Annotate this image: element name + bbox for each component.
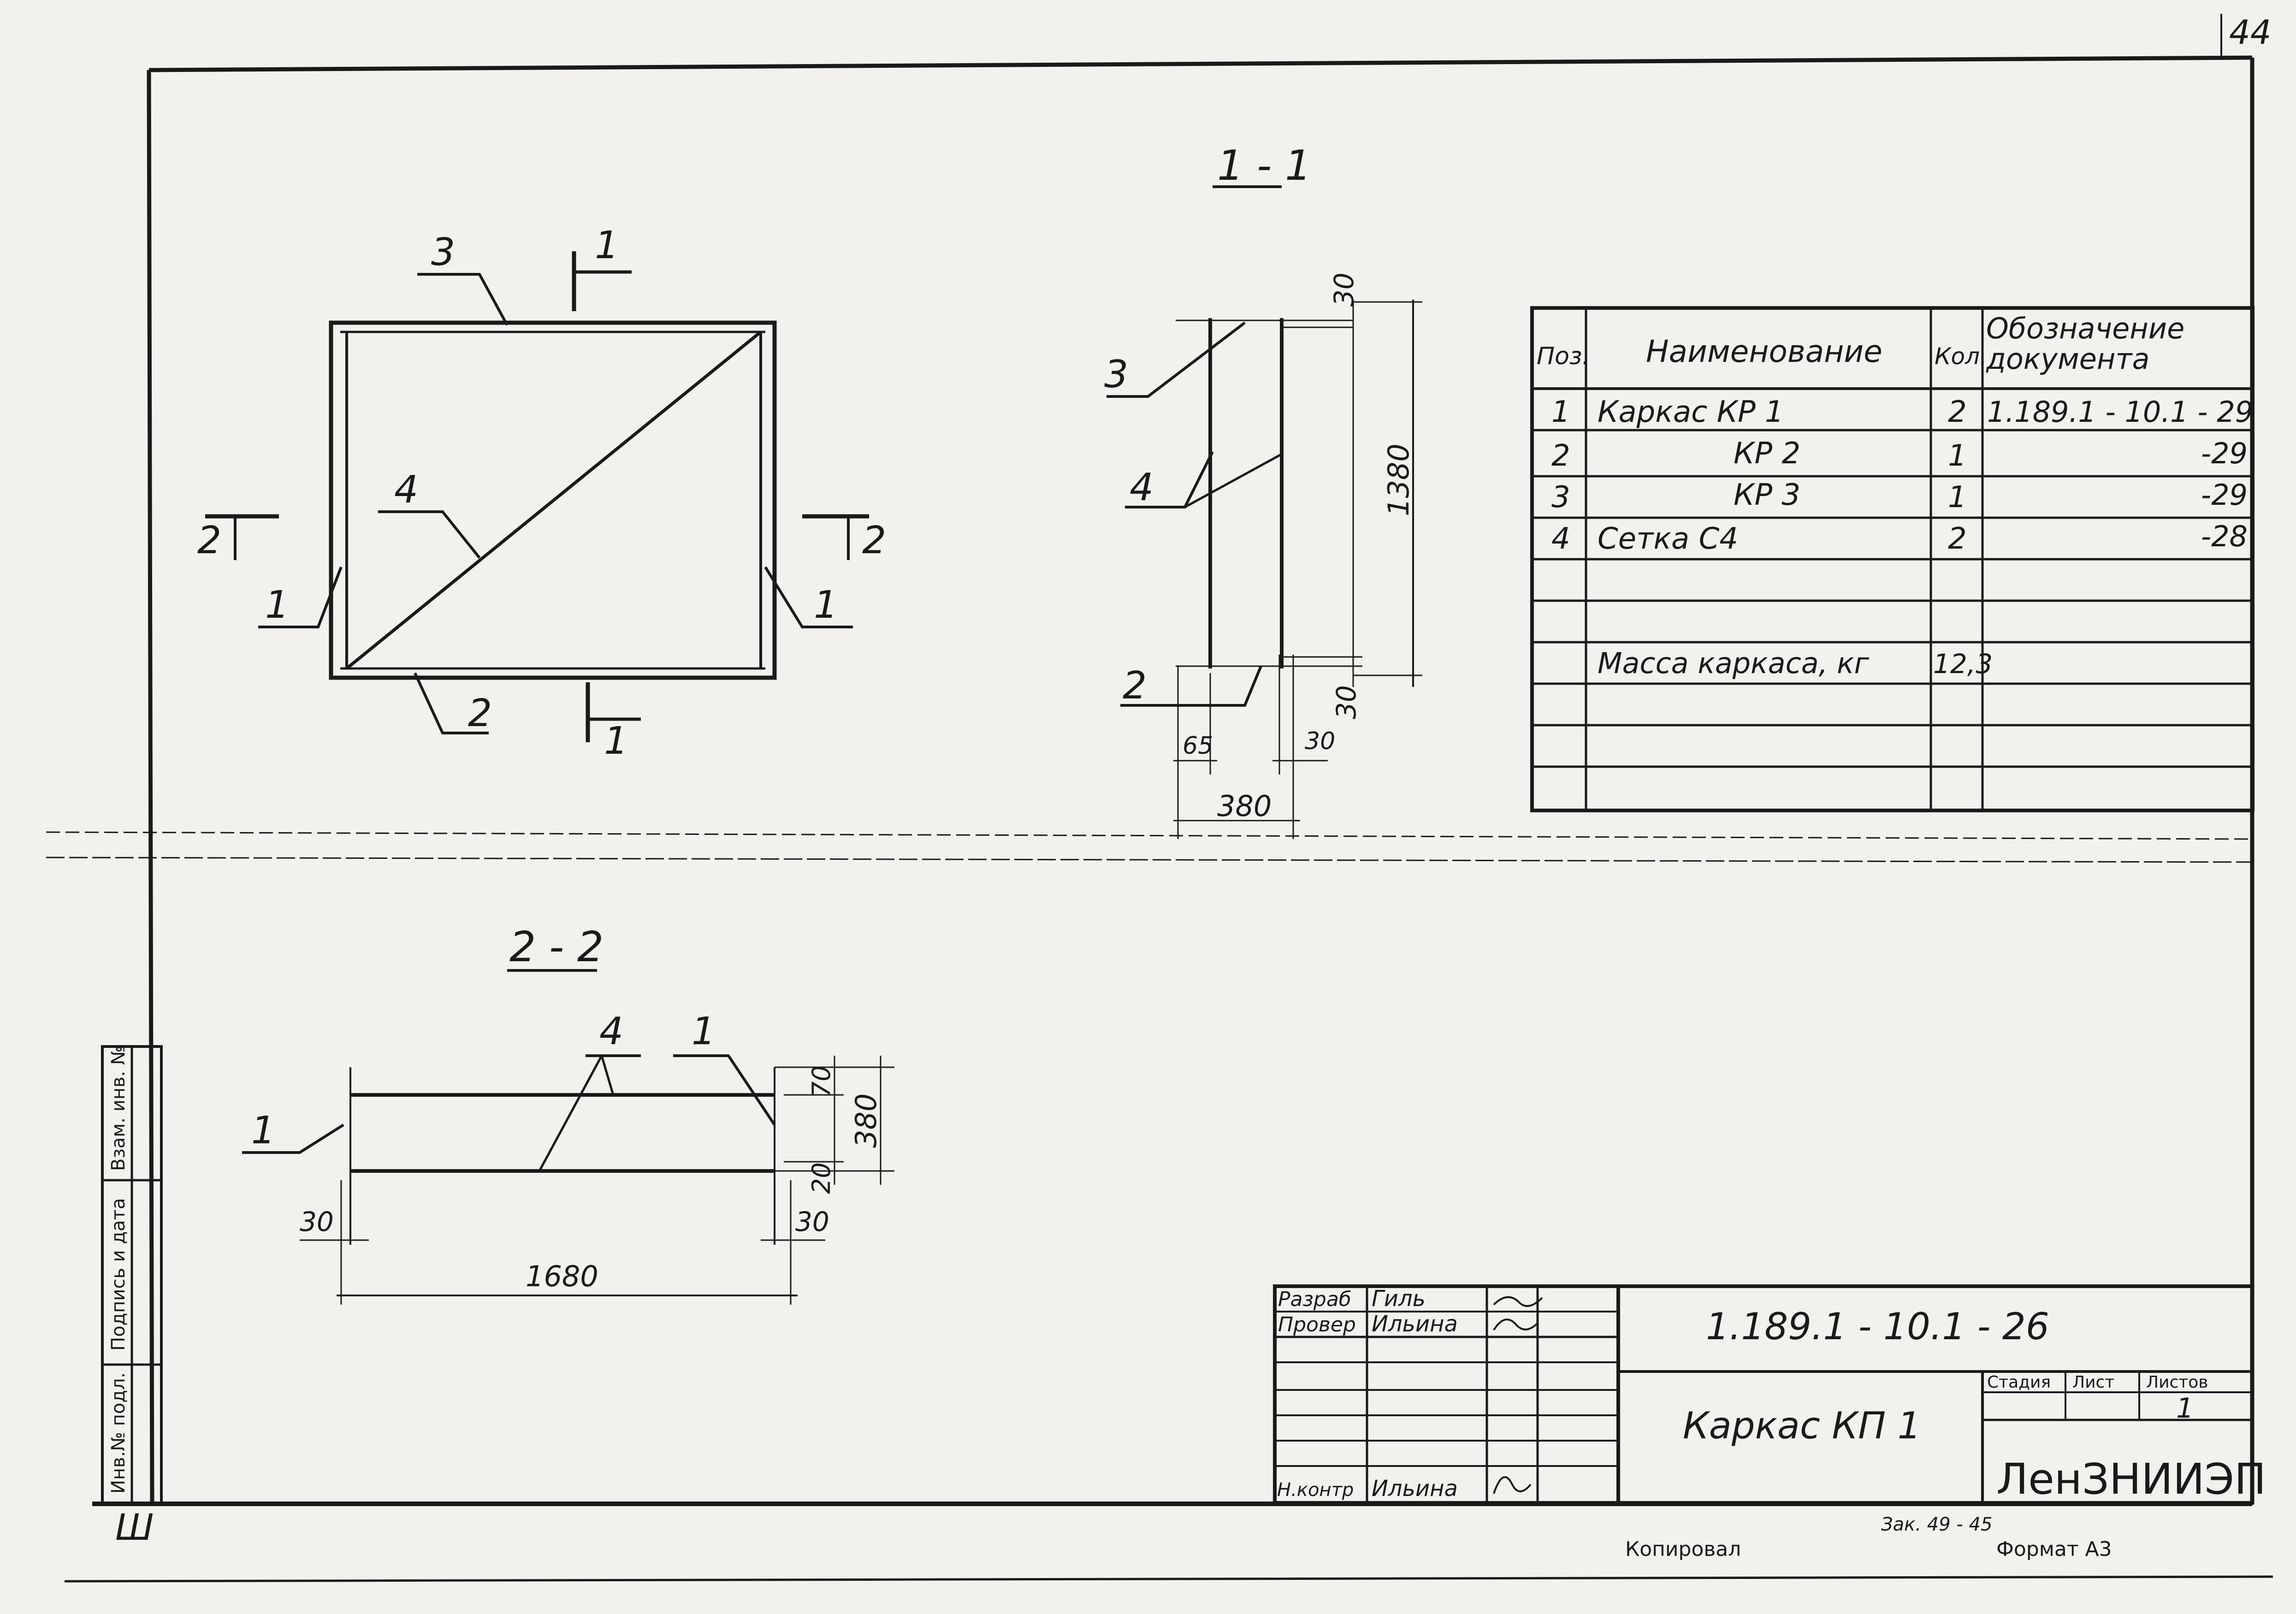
spec-row2-name: КР 2 xyxy=(1734,437,1800,471)
sheet-footer: Копировал Формат А3 Зак. 49 - 45 xyxy=(1625,1514,2112,1561)
plan-callout-1-right: 1 xyxy=(814,583,838,627)
tb-sheets-count: 1 xyxy=(2176,1392,2194,1425)
dim-2-2-30-right: 30 xyxy=(795,1206,829,1237)
plan-callout-3: 3 xyxy=(431,231,455,274)
footer-order: Зак. 49 - 45 xyxy=(1881,1514,1992,1535)
spec-row1-qty: 2 xyxy=(1948,395,1967,429)
spec-row4-doc: -28 xyxy=(2201,520,2248,553)
spec-mass-value: 12,3 xyxy=(1933,648,1993,680)
tb-role-developer: Разраб xyxy=(1278,1288,1351,1311)
tb-name-checker: Ильина xyxy=(1372,1311,1458,1337)
section-1-1-callout-3: 3 xyxy=(1104,353,1128,396)
spec-row1-name: Каркас КР 1 xyxy=(1598,395,1784,429)
spec-header-qty: Кол. xyxy=(1935,343,1987,370)
footer-copied: Копировал xyxy=(1625,1537,1741,1561)
tb-role-normcontrol: Н.контр xyxy=(1277,1479,1354,1501)
spec-header-doc: Обозначение документа xyxy=(1986,313,2185,376)
footer-format: Формат А3 xyxy=(1996,1537,2112,1561)
section-1-1: 1 - 1 30 1380 30 65 30 380 3 4 2 xyxy=(1104,142,1422,839)
section-1-1-callout-2: 2 xyxy=(1123,664,1147,708)
stamp-replace-label: Взам. инв. № xyxy=(108,1046,129,1171)
section-2-2-callout-1-right: 1 xyxy=(692,1010,716,1053)
spec-row1-doc: 1.189.1 - 10.1 - 29 xyxy=(1987,395,2253,429)
tb-name-normcontrol: Ильина xyxy=(1372,1476,1458,1502)
tb-stage-label: Стадия xyxy=(1987,1373,2051,1392)
spec-row2-pos: 2 xyxy=(1551,439,1570,473)
section-2-2: 2 - 2 70 380 20 30 30 1680 1 4 1 xyxy=(242,923,894,1305)
stamp-sign-label: Подпись и дата xyxy=(108,1198,129,1351)
spec-table: Поз. Наименование Кол. Обозначение докум… xyxy=(1530,306,2255,812)
dim-2-2-30-left: 30 xyxy=(300,1206,334,1237)
plan-view: 3 4 1 1 2 1 1 2 2 xyxy=(197,224,886,763)
section-2-2-title: 2 - 2 xyxy=(509,923,604,971)
spec-row2-doc: -29 xyxy=(2201,437,2248,470)
plan-section-mark-1-top: 1 xyxy=(595,224,619,267)
tb-sheet-label: Лист xyxy=(2072,1373,2114,1392)
spec-mass-label: Масса каркаса, кг xyxy=(1598,646,1870,680)
section-2-2-callout-1-left: 1 xyxy=(251,1109,275,1153)
dim-1-1-65: 65 xyxy=(1183,732,1213,760)
spec-row3-pos: 3 xyxy=(1551,480,1570,514)
dim-2-2-70: 70 xyxy=(807,1065,836,1097)
spec-row4-name: Сетка С4 xyxy=(1598,522,1738,556)
dim-2-2-20: 20 xyxy=(807,1162,836,1194)
dim-1-1-bottom-30: 30 xyxy=(1331,685,1362,719)
dim-2-2-1680: 1680 xyxy=(526,1259,598,1293)
spec-header-pos: Поз. xyxy=(1537,343,1590,370)
tb-name-developer: Гиль xyxy=(1372,1286,1426,1312)
dim-2-2-380: 380 xyxy=(849,1094,883,1148)
bottom-left-mark: Ш xyxy=(115,1507,154,1549)
tb-sheets-label: Листов xyxy=(2146,1373,2208,1392)
plan-callout-4: 4 xyxy=(394,468,418,512)
spec-row2-qty: 1 xyxy=(1948,439,1967,473)
plan-callout-1-left: 1 xyxy=(265,583,289,627)
dim-1-1-380: 380 xyxy=(1217,789,1272,823)
tb-role-checker: Провер xyxy=(1278,1313,1356,1336)
plan-section-mark-2-left: 2 xyxy=(197,519,221,562)
title-block: Разраб Гиль Провер Ильина Н.контр Ильина… xyxy=(1273,1284,2266,1505)
side-stamp: Инв.№ подл. Подпись и дата Взам. инв. № xyxy=(101,1045,163,1504)
signatures xyxy=(1493,1296,1543,1494)
tb-designation: 1.189.1 - 10.1 - 26 xyxy=(1706,1305,2049,1348)
section-2-2-callout-4: 4 xyxy=(599,1010,623,1053)
dim-1-1-top-30: 30 xyxy=(1328,272,1360,307)
section-1-1-title: 1 - 1 xyxy=(1217,142,1311,190)
spec-row4-pos: 4 xyxy=(1551,522,1570,556)
spec-row3-qty: 1 xyxy=(1948,480,1967,514)
plan-section-mark-1-bottom: 1 xyxy=(604,719,628,763)
dim-1-1-1380: 1380 xyxy=(1382,443,1415,516)
spec-row4-qty: 2 xyxy=(1948,522,1967,556)
tb-item-name: Каркас КП 1 xyxy=(1683,1404,1921,1447)
spec-row3-name: КР 3 xyxy=(1734,478,1800,512)
plan-callout-2: 2 xyxy=(468,692,492,735)
spec-row3-doc: -29 xyxy=(2201,478,2248,512)
spec-row1-pos: 1 xyxy=(1551,395,1570,429)
spec-header-name: Наименование xyxy=(1646,334,1882,369)
page-number: 44 xyxy=(2229,13,2272,52)
stamp-inv-label: Инв.№ подл. xyxy=(108,1372,129,1494)
plan-section-mark-2-right: 2 xyxy=(862,519,886,562)
dim-1-1-30-small: 30 xyxy=(1305,727,1335,755)
tb-organization: ЛенЗНИИЭП xyxy=(1996,1454,2266,1504)
section-1-1-callout-4: 4 xyxy=(1130,466,1154,509)
